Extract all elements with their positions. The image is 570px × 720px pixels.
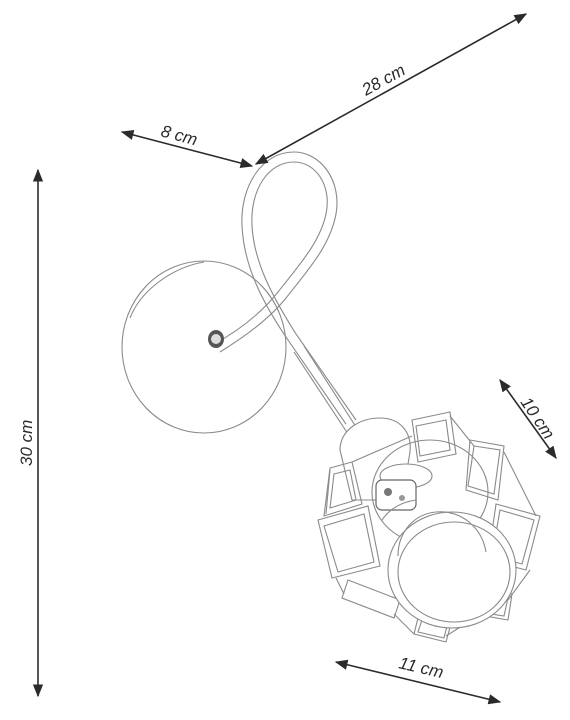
dimension-8cm: 8 cm bbox=[120, 122, 254, 169]
bulb bbox=[381, 499, 517, 629]
dimension-label-30cm: 30 cm bbox=[17, 420, 36, 466]
dimension-28cm: 28 cm bbox=[254, 13, 528, 165]
wall-plate bbox=[121, 260, 287, 434]
dimension-label-11cm: 11 cm bbox=[397, 653, 445, 682]
wire-cage bbox=[317, 411, 541, 643]
dimension-30cm: 30 cm bbox=[17, 168, 44, 698]
straight-arm bbox=[293, 345, 359, 435]
dimension-label-8cm: 8 cm bbox=[159, 122, 200, 150]
lamp-socket bbox=[339, 417, 433, 511]
dimension-label-10cm: 10 cm bbox=[517, 394, 559, 443]
pivot-screw bbox=[208, 330, 224, 348]
wall-lamp-illustration bbox=[121, 151, 541, 643]
dimension-11cm: 11 cm bbox=[334, 653, 502, 705]
dimension-10cm: 10 cm bbox=[499, 378, 559, 460]
